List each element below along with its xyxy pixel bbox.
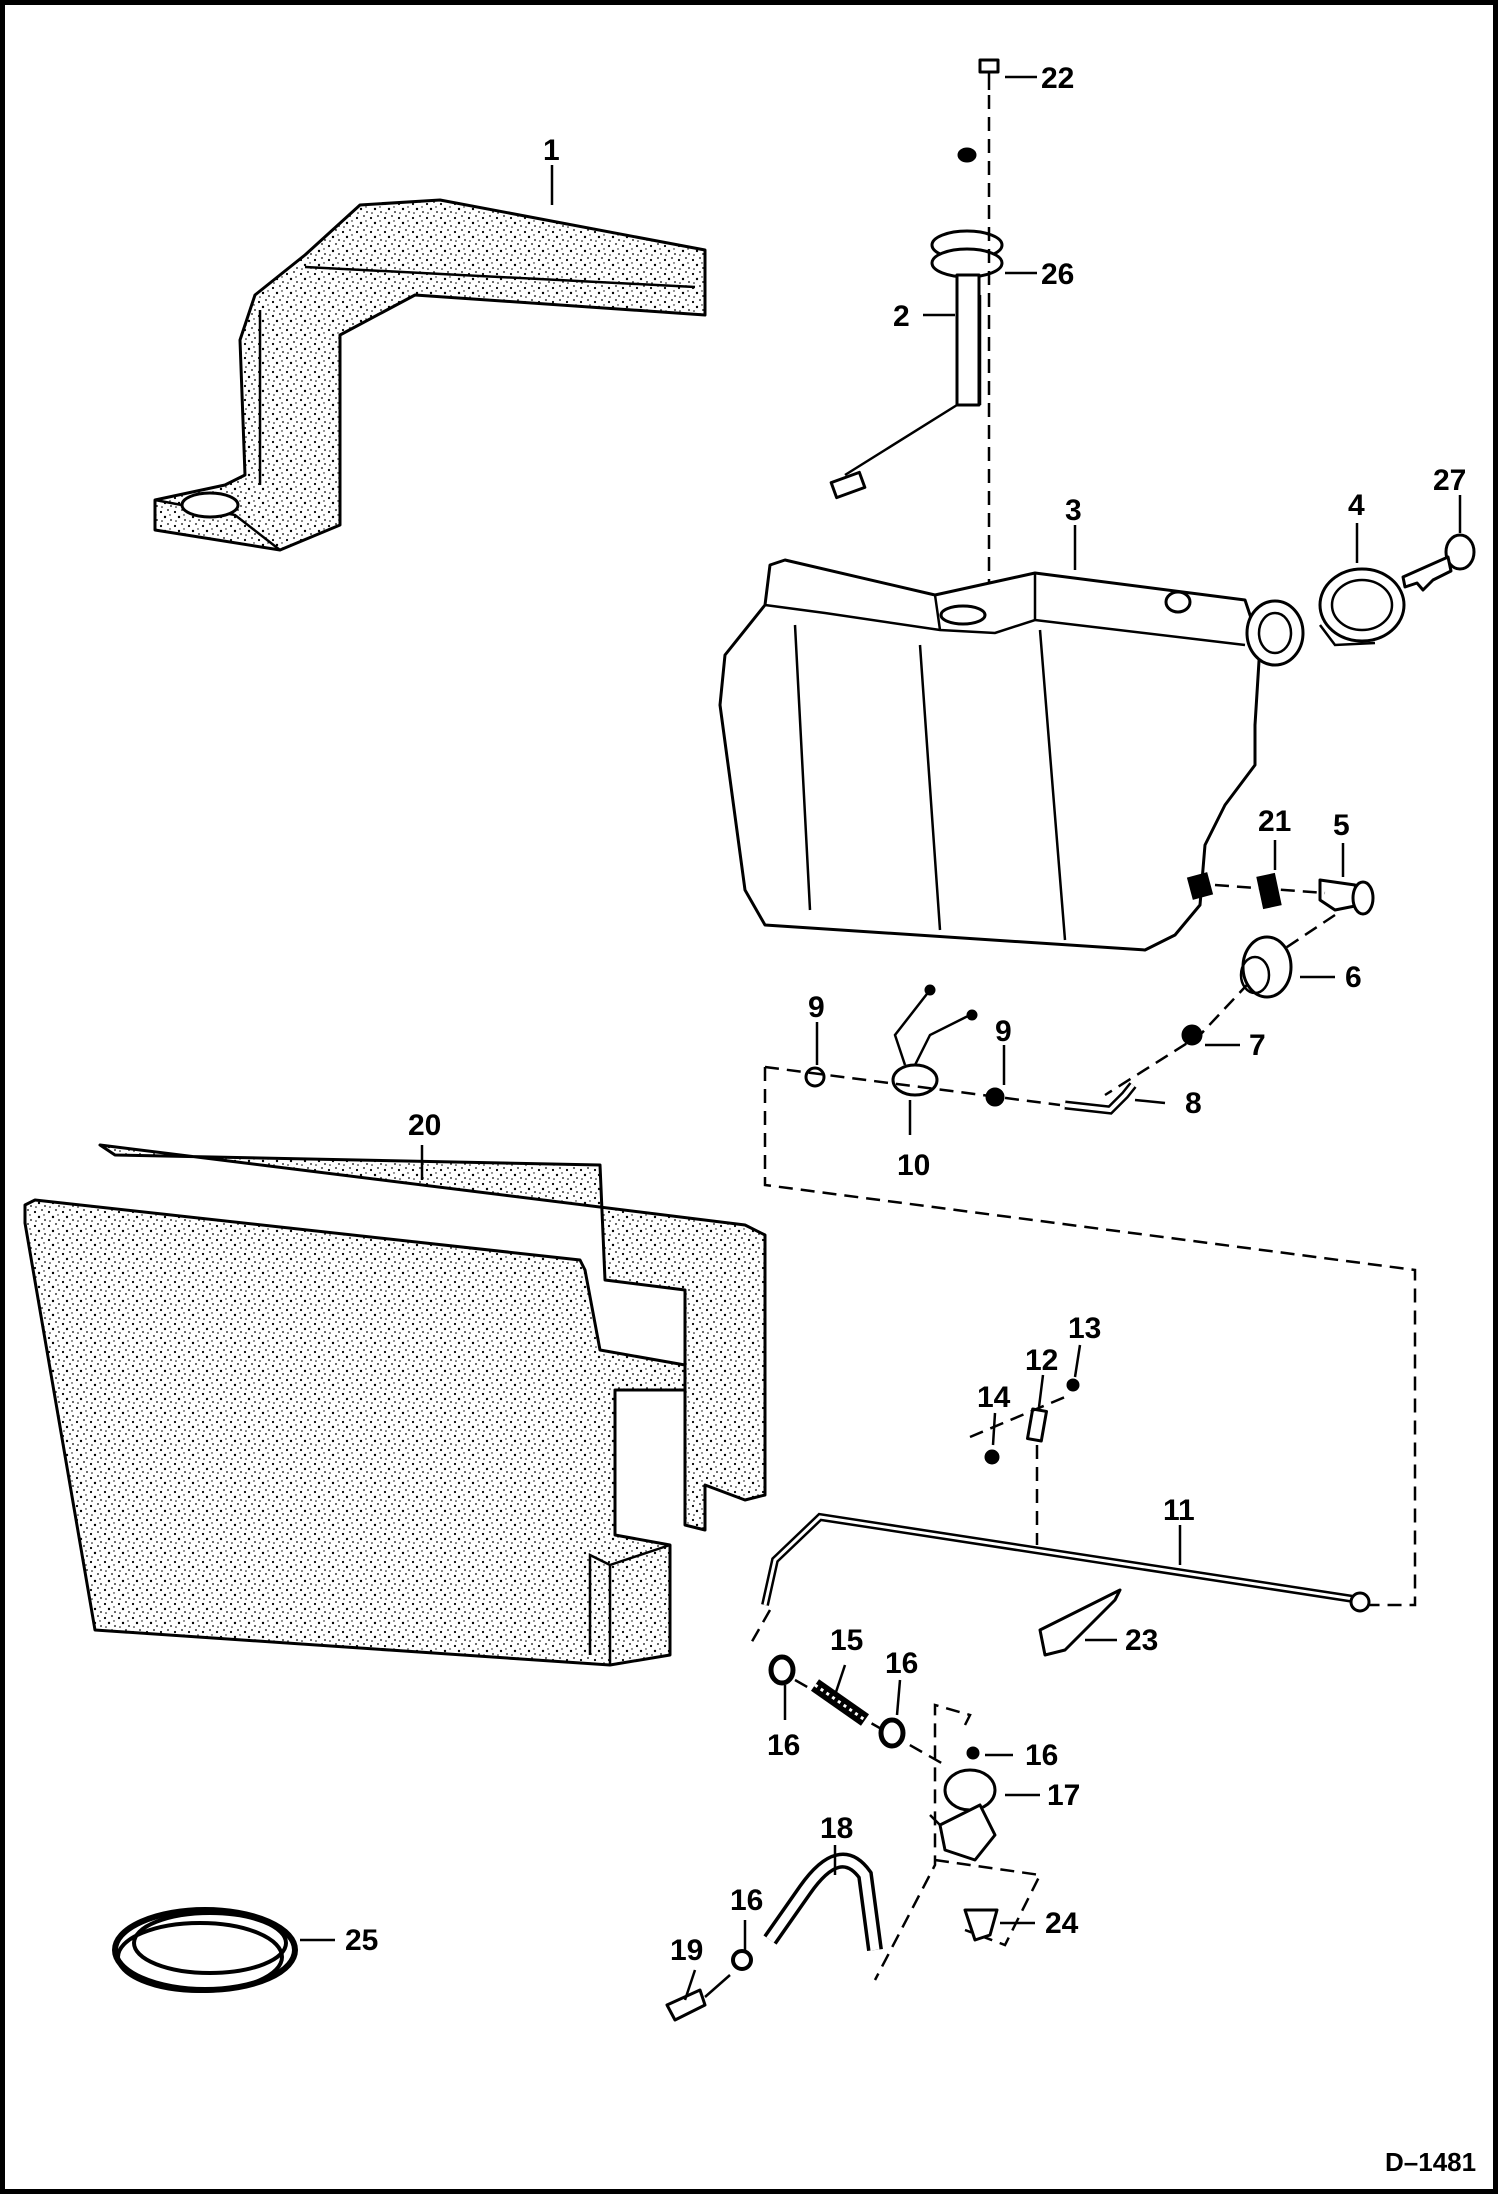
part-24-bracket (963, 1908, 999, 1942)
part-18-hose (763, 1852, 883, 1952)
callout-20: 20 (408, 1109, 441, 1142)
part-16-clamp-lower (731, 1949, 753, 1971)
part-16-clamp-left (768, 1654, 796, 1686)
part-21-spring (1256, 872, 1282, 910)
part-5-fitting (1318, 878, 1375, 916)
callout-23: 23 (1125, 1624, 1158, 1657)
callout-25: 25 (345, 1924, 378, 1957)
part-6-filter (1239, 935, 1293, 999)
part-26-gasket-and-washer (930, 147, 1004, 279)
callout-7: 7 (1249, 1029, 1266, 1062)
callout-1: 1 (543, 134, 560, 167)
callout-3: 3 (1065, 494, 1082, 527)
part-16-clamp-right (966, 1746, 980, 1760)
callout-26: 26 (1041, 258, 1074, 291)
part-9-fitting-left (804, 1066, 826, 1088)
callout-10: 10 (897, 1149, 930, 1182)
callout-9-left: 9 (808, 991, 825, 1024)
return-line-bracket (763, 1067, 1417, 1607)
callout-21: 21 (1258, 805, 1291, 838)
part-3-fuel-tank (718, 558, 1305, 952)
part-15-hose (810, 1679, 870, 1726)
part-13-nut (1066, 1378, 1080, 1392)
part-1-insulation-strap (153, 198, 707, 552)
callout-16-top: 16 (885, 1647, 918, 1680)
callout-11: 11 (1163, 1494, 1195, 1527)
drawing-reference-number: D–1481 (1385, 2147, 1476, 2177)
callout-14: 14 (977, 1381, 1011, 1414)
callout-6: 6 (1345, 961, 1362, 994)
part-27-key (1401, 533, 1476, 592)
part-23-cable-tie (1038, 1588, 1122, 1657)
part-16-clamp-middle (878, 1717, 906, 1749)
callout-2: 2 (893, 300, 910, 333)
callout-22: 22 (1041, 62, 1074, 95)
part-8-fuel-line (1064, 1082, 1137, 1115)
part-11-fuel-tube (761, 1512, 1371, 1613)
callout-16-lower: 16 (730, 1884, 763, 1917)
callout-4: 4 (1348, 489, 1365, 522)
callout-12: 12 (1025, 1344, 1058, 1377)
tank-outlet-guide (1104, 883, 1336, 1097)
solenoid-line-guide (764, 1065, 1061, 1107)
fuel-system-exploded-diagram: 1 22 26 2 3 4 27 21 5 6 7 8 9 9 10 20 13… (23, 58, 1476, 2177)
callout-16-left: 16 (767, 1729, 800, 1762)
clamp-guide (969, 1395, 1066, 1545)
callout-27: 27 (1433, 464, 1466, 497)
part-12-clamp (1026, 1407, 1048, 1443)
part-17-fuel-pump (929, 1768, 997, 1862)
part-20-insulation-panels (23, 1143, 767, 1667)
part-22-screw (978, 58, 1000, 90)
callout-18: 18 (820, 1812, 853, 1845)
leader-lines (300, 75, 1462, 2001)
part-10-fuel-shutoff-solenoid (891, 984, 978, 1097)
part-2-fuel-sender (829, 273, 982, 500)
callout-13: 13 (1068, 1312, 1101, 1345)
callout-19: 19 (670, 1934, 703, 1967)
callout-8: 8 (1185, 1087, 1202, 1120)
callout-17: 17 (1047, 1779, 1080, 1812)
part-7-washer (1181, 1024, 1203, 1046)
callout-16-right: 16 (1025, 1739, 1058, 1772)
callout-5: 5 (1333, 809, 1350, 842)
part-4-fuel-cap (1318, 567, 1406, 647)
callout-24: 24 (1045, 1907, 1079, 1940)
part-25-hose-coil (112, 1907, 298, 1993)
part-19-fitting (665, 1974, 731, 2022)
callout-labels: 1 22 26 2 3 4 27 21 5 6 7 8 9 9 10 20 13… (345, 62, 1466, 1967)
callout-15: 15 (830, 1624, 863, 1657)
callout-9-right: 9 (995, 1015, 1012, 1048)
part-14-screw (984, 1449, 1000, 1465)
